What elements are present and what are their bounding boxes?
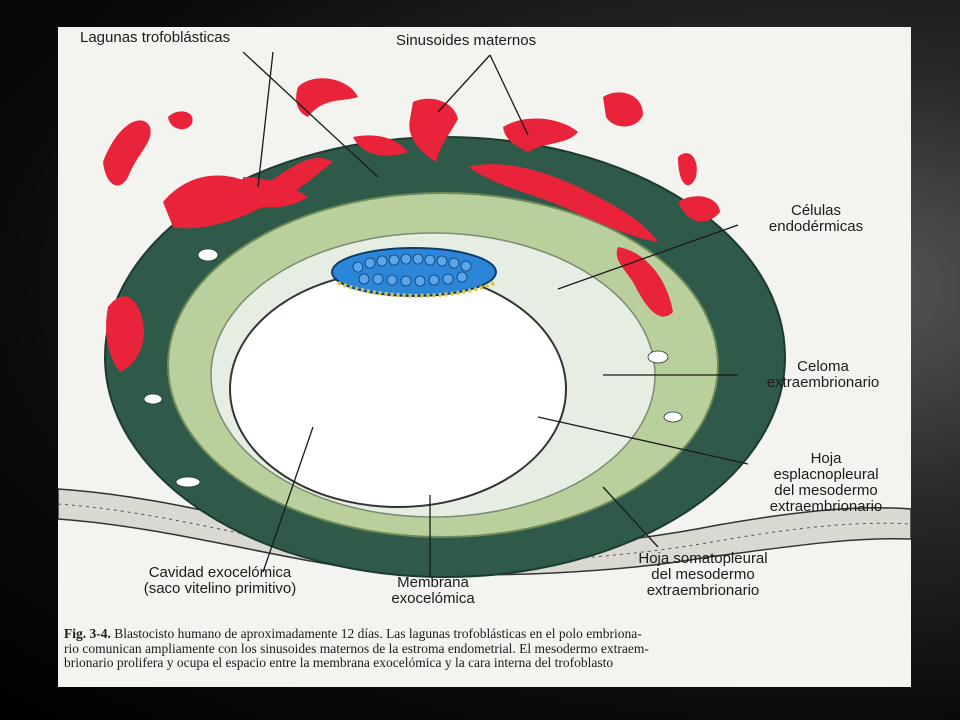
label-sinusoides-maternos: Sinusoides maternos — [396, 32, 537, 49]
minor-lacunae — [143, 248, 683, 488]
label-celoma-extraembrionario: Celoma extraembrionario — [766, 358, 880, 391]
epiblast-cells — [352, 253, 472, 287]
label-hoja-esplacnopleural: Hoja esplacnopleural del mesodermo extra… — [769, 450, 883, 515]
label-cavidad-exocelomica: Cavidad exocelómica (saco vitelino primi… — [143, 564, 297, 597]
figure-caption: Fig. 3-4. Blastocisto humano de aproxima… — [64, 626, 906, 671]
label-lagunas-trofoblasticas: Lagunas trofoblásticas — [80, 29, 231, 46]
label-hoja-somatopleural: Hoja somatopleural del mesodermo extraem… — [638, 550, 768, 599]
caption-line-2: rio comunican ampliamente con los sinuso… — [64, 640, 649, 656]
blastocyst-illustration — [58, 51, 911, 578]
trophoblastic-lacunae — [103, 78, 720, 372]
hypoblast — [337, 281, 495, 298]
figure-number: Fig. 3-4. — [64, 626, 111, 641]
caption-line-3: brionario prolifera y ocupa el espacio e… — [64, 655, 614, 670]
leader-lines — [242, 51, 749, 577]
label-membrana-exocelomica: Membrana exocelómica — [391, 574, 475, 607]
epithelium-cells — [58, 503, 911, 564]
caption-line-1: Blastocisto humano de aproximadamente 12… — [114, 626, 642, 641]
diagram-slide: Lagunas trofoblásticas Sinusoides matern… — [58, 27, 911, 687]
label-celulas-endodermicas: Células endodérmicas — [768, 202, 864, 235]
exocoelomic-cavity — [229, 270, 567, 508]
